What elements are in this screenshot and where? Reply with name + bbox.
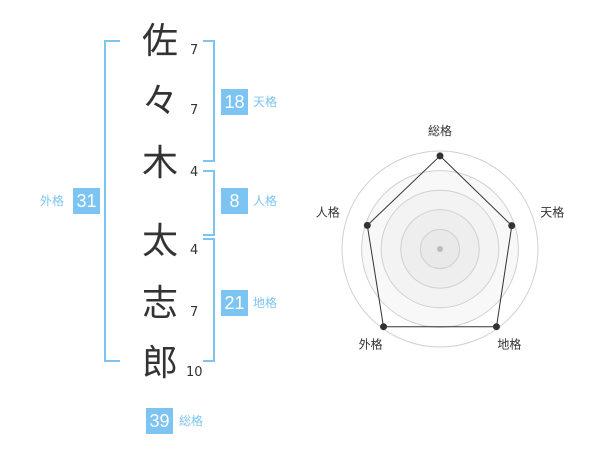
- radar-points: [363, 152, 516, 331]
- gaikaku-value: 31: [73, 188, 100, 214]
- jinkaku-bracket: [203, 170, 215, 236]
- tenkaku-bracket: [203, 40, 215, 162]
- tenkaku-value: 18: [221, 89, 248, 115]
- radar-axis-label: 外格: [359, 336, 383, 351]
- jinkaku-value: 8: [221, 188, 248, 214]
- radar-polygon: [366, 155, 513, 328]
- name-char-4: 太: [141, 221, 178, 262]
- soukaku-value: 39: [146, 408, 173, 434]
- soukaku-label: 総格: [179, 414, 204, 428]
- stroke-count-5: 7: [190, 305, 199, 320]
- name-char-2: 々: [141, 81, 178, 122]
- tenkaku-label: 天格: [253, 95, 278, 109]
- name-char-5: 志: [141, 283, 178, 324]
- radar-axis-label: 人格: [316, 205, 340, 220]
- gaikaku-bracket: [104, 40, 120, 362]
- radar-point: [363, 221, 371, 229]
- radar-center: [437, 246, 443, 252]
- radar-point: [492, 323, 500, 331]
- radar-grid: [341, 150, 539, 348]
- radar-point: [508, 222, 516, 230]
- stroke-count-4: 4: [190, 243, 199, 258]
- radar-axis-label: 天格: [540, 205, 564, 220]
- chikaku-label: 地格: [253, 296, 278, 310]
- radar-axis-label: 総格: [428, 123, 452, 138]
- stroke-count-1: 7: [190, 43, 199, 58]
- name-char-1: 佐: [141, 21, 178, 62]
- stroke-count-6: 10: [186, 365, 203, 380]
- radar-point: [380, 323, 388, 331]
- jinkaku-label: 人格: [253, 194, 278, 208]
- stroke-count-2: 7: [190, 103, 199, 118]
- radar-point: [436, 152, 444, 160]
- name-char-6: 郎: [141, 343, 178, 384]
- stroke-count-3: 4: [190, 165, 199, 180]
- chikaku-bracket: [203, 238, 215, 362]
- name-char-3: 木: [141, 143, 178, 184]
- chikaku-value: 21: [221, 290, 248, 316]
- radar-axis-label: 地格: [497, 336, 521, 351]
- gaikaku-label: 外格: [40, 194, 65, 208]
